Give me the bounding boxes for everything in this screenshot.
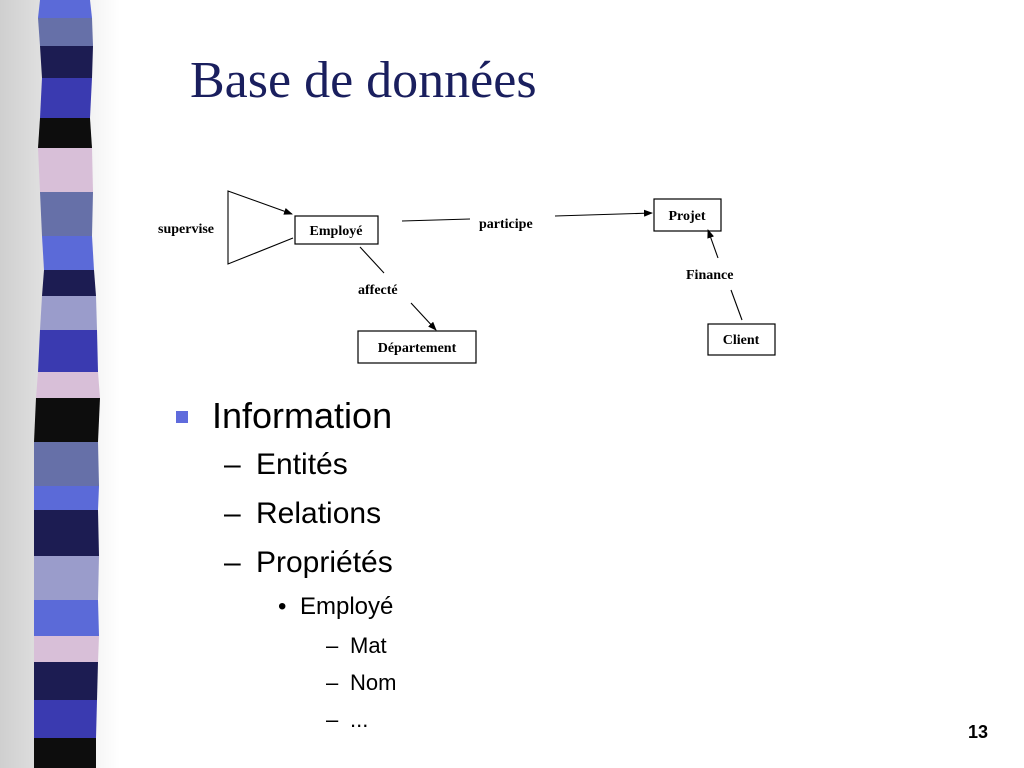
attribute-nom: – Nom (170, 664, 396, 701)
affecte-line-bottom (410, 302, 437, 331)
sub-bullet-proprietes: – Propriétés (170, 538, 396, 587)
entity-projet-box (653, 198, 722, 232)
dash-marker: – (224, 546, 241, 579)
page-number: 13 (967, 722, 988, 742)
sub-sub-bullet-employe-text: Employé (300, 593, 394, 620)
dash-marker: – (326, 633, 339, 658)
entity-client-label: Client (723, 333, 760, 348)
decorative-side-strip (0, 0, 120, 768)
bullet-information-text: Information (212, 395, 393, 436)
dash-marker: – (224, 497, 241, 530)
attribute-ellipsis: – ... (170, 701, 396, 738)
bullet-list: Information – Entités – Relations – Prop… (170, 392, 396, 738)
square-bullet-icon (176, 411, 188, 423)
supervise-shape (227, 190, 294, 265)
dash-marker: – (224, 448, 241, 481)
finance-line-bottom (730, 289, 743, 321)
relation-finance-label: Finance (686, 268, 733, 283)
sub-bullet-relations-text: Relations (256, 497, 382, 530)
sub-bullet-proprietes-text: Propriétés (256, 546, 393, 579)
participe-line-right (554, 209, 653, 217)
sub-bullet-relations: – Relations (170, 489, 396, 538)
relation-affecte-label: affecté (358, 283, 398, 298)
entity-employe-box (294, 215, 379, 245)
dash-marker: – (326, 670, 339, 695)
entity-employe-label: Employé (310, 224, 363, 239)
finance-line-top (707, 229, 719, 259)
entity-client-box (707, 323, 776, 356)
entity-departement-box (357, 330, 477, 364)
relation-supervise-label: supervise (158, 222, 214, 237)
bullet-information: Information (170, 392, 396, 440)
entity-projet-label: Projet (668, 209, 705, 224)
dash-marker: – (326, 707, 339, 732)
sub-sub-bullet-employe: • Employé (170, 587, 396, 627)
slide-title: Base de données (190, 52, 537, 109)
dot-marker: • (278, 593, 287, 620)
participe-line-left (401, 218, 471, 222)
side-strip-graphic (0, 0, 120, 768)
entity-departement-label: Département (378, 341, 457, 356)
attribute-mat-text: Mat (350, 633, 387, 658)
sub-bullet-entites: – Entités (170, 440, 396, 489)
attribute-ellipsis-text: ... (350, 707, 369, 732)
sub-bullet-entites-text: Entités (256, 448, 348, 481)
affecte-line-top (359, 246, 385, 274)
relation-participe-label: participe (479, 217, 533, 232)
attribute-mat: – Mat (170, 627, 396, 664)
attribute-nom-text: Nom (350, 670, 397, 695)
er-diagram: supervise Employé participe Projet Finan… (158, 190, 776, 364)
